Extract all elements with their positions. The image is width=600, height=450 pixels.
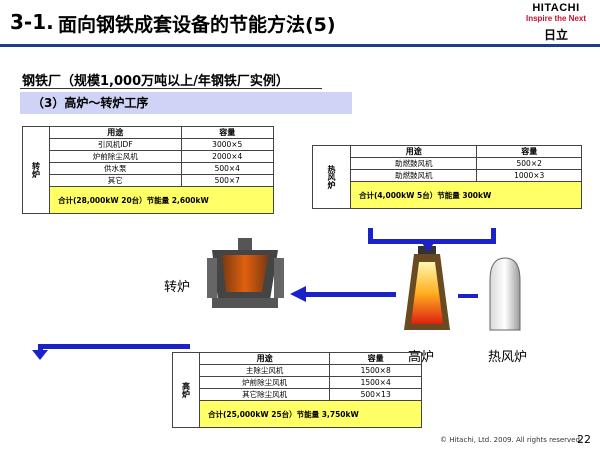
flow-arrows (32, 228, 496, 360)
converter-illustration (207, 238, 284, 308)
summary-row: 合计(28,000kW 20台）节能量 2,600kW (49, 186, 274, 214)
subtitle-underline (20, 88, 322, 89)
blast-furnace-label: 高炉 (408, 350, 435, 365)
header-divider (0, 44, 600, 47)
section-header: （3）高炉～转炉工序 (20, 92, 352, 114)
blast-furnace-illustration (404, 246, 450, 330)
logo-brand: HITACHI (532, 2, 580, 14)
copyright-footer: © Hitachi, Ltd. 2009. All rights reserve… (440, 436, 583, 444)
page-title: 面向钢铁成套设备的节能方法(5) (58, 14, 336, 36)
summary-row: 合计(4,000kW 5台）节能量 300kW (350, 181, 582, 209)
slide-number-heading: 3-1. (10, 10, 54, 34)
page-number: 22 (577, 433, 591, 446)
hot-stove-label: 热风炉 (488, 350, 528, 365)
converter-label: 转炉 (164, 280, 191, 295)
logo-tagline: Inspire the Next (525, 14, 586, 23)
table-side-label: 转炉 (22, 126, 50, 214)
logo-mark: 日立 (543, 28, 568, 42)
hitachi-logo: HITACHI Inspire the Next 日立 (517, 2, 595, 42)
summary-row: 合计(25,000kW 25台）节能量 3,750kW (199, 400, 422, 428)
hot-stove-illustration (489, 257, 521, 331)
subtitle: 钢铁厂（规模1,000万吨以上/年钢铁厂实例） (22, 74, 289, 89)
header (0, 0, 600, 44)
